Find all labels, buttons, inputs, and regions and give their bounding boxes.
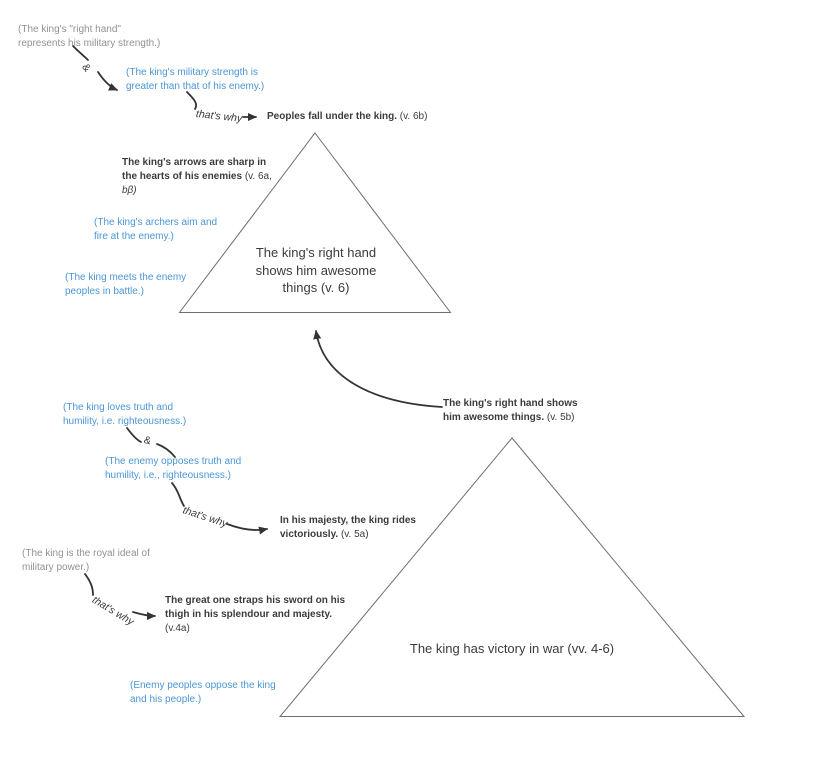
curve-royalideal-to-thatswhy [84, 573, 94, 596]
note-enemy-peoples: (Enemy peoples oppose the king and his p… [130, 680, 276, 705]
curve-enemyopposes-to-thatswhy [171, 482, 185, 507]
note-royal-ideal: (The king is the royal ideal of military… [22, 548, 150, 573]
statement-right-hand-shows: The king's right hand shows him awesome … [443, 398, 578, 423]
statement-peoples-fall: Peoples fall under the king. (v. 6b) [267, 111, 428, 122]
note-archers-aim: (The king's archers aim and fire at the … [94, 217, 218, 242]
note-enemy-opposes: (The enemy opposes truth and humility, i… [105, 456, 242, 481]
arrow-righthandshows-to-triangle [313, 330, 443, 408]
note-right-hand-military: (The king's "right hand" represents his … [18, 24, 161, 49]
arrow-and-to-strength [97, 71, 118, 91]
triangle-top-label: The king's right hand shows him awesome … [255, 245, 377, 295]
statement-arrows-sharp: The king's arrows are sharp in the heart… [122, 157, 272, 196]
arrow-thatswhy-to-straps [132, 611, 156, 620]
curve-and-to-enemyopposes [156, 443, 176, 458]
curve-righthand-to-and [72, 45, 89, 61]
statement-straps-sword: The great one straps his sword on his th… [165, 595, 346, 634]
note-meets-enemy: (The king meets the enemy peoples in bat… [65, 272, 187, 297]
note-loves-truth: (The king loves truth and humility, i.e.… [63, 402, 187, 427]
arrow-thatswhy-to-majesty [226, 523, 268, 535]
triangle-top [178, 132, 452, 313]
triangle-bottom [278, 437, 746, 717]
curve-lovestruth-to-and [126, 427, 142, 443]
statement-majesty-rides: In his majesty, the king rides victoriou… [280, 515, 416, 540]
curve-strength-to-thatswhy [186, 91, 198, 110]
note-strength-greater: (The king's military strength is greater… [126, 67, 265, 92]
triangle-bottom-label: The king has victory in war (vv. 4-6) [409, 641, 615, 656]
